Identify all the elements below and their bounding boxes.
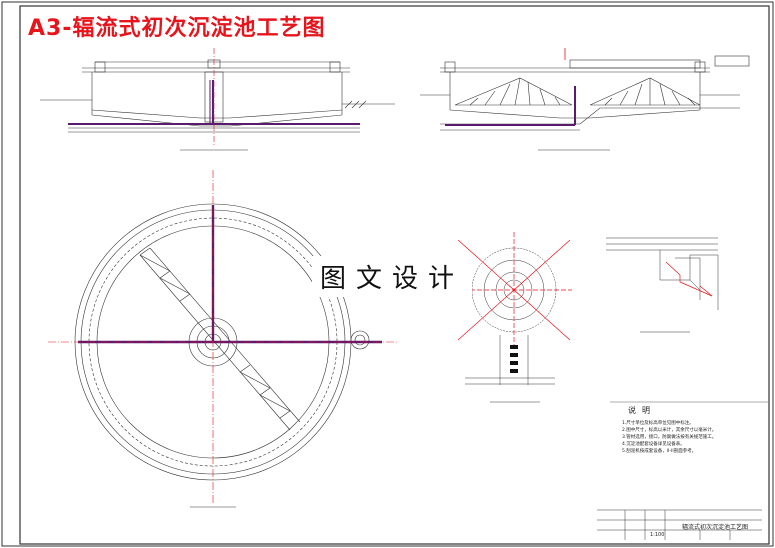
center-detail-blocks (510, 345, 518, 373)
title-block-lines (597, 509, 762, 540)
note-item: 4.沉淀池配套设备详见设备表。 (622, 442, 685, 447)
inner-border (19, 5, 770, 545)
section-ii-ii (420, 55, 750, 131)
section-ii-ii-pipes (445, 86, 576, 126)
weir-detail-red (665, 261, 713, 297)
notes-heading: 说明 (628, 406, 656, 415)
section-i-i (40, 59, 395, 133)
center-detail-red (456, 232, 572, 350)
weir-detail (606, 237, 719, 310)
notes-list: 1.尺寸单位及标高单位见图中标注。 2.图中尺寸，标高以米计，其余尺寸以毫米计。… (622, 420, 716, 455)
plan-view-centerlines (48, 170, 398, 505)
title-block-drawing-name: 辐流式初次沉淀池工艺图 (682, 524, 749, 531)
drawing-title: A3-辐流式初次沉淀池工艺图 (28, 16, 326, 41)
watermark-text: 图文设计 (312, 256, 473, 297)
title-block-scale: 1:100 (650, 532, 665, 538)
note-item: 3.管材选用，接口，防腐做法按有关规范施工。 (622, 435, 717, 440)
note-item: 1.尺寸单位及标高单位见图中标注。 (622, 421, 694, 426)
note-item: 2.图中尺寸，标高以米计，其余尺寸以毫米计。 (622, 428, 717, 433)
note-item: 5.刮泥机按成套设备，II-II剖面参考。 (622, 449, 697, 454)
section-i-i-pipes (68, 80, 360, 125)
